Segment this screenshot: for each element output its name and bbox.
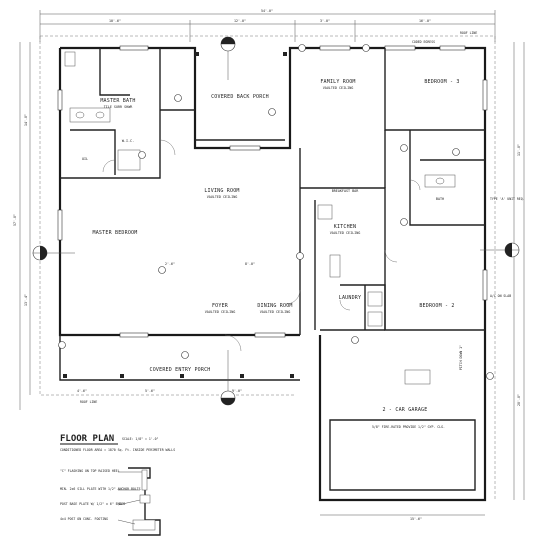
note-coded-egress: CODED EGRESS bbox=[412, 40, 435, 44]
section-marker-left bbox=[32, 245, 75, 261]
dim-text: 16'-0" bbox=[419, 19, 431, 23]
door-swings bbox=[102, 139, 421, 352]
label-dining-room: DINING ROOM bbox=[257, 303, 292, 309]
label-master-bath-sub: TILE SURR SHWR bbox=[104, 105, 134, 109]
overall-depth-dim: 57'-0" bbox=[13, 214, 17, 226]
note-garage-ceiling: 5/8" FIRE-RATED PROVIDE 1/2" GYP. CLG. bbox=[372, 425, 445, 429]
label-bedroom-3: BEDROOM - 3 bbox=[424, 79, 459, 85]
section-marker-top bbox=[220, 36, 236, 80]
note-type-unit: TYPE 'A' UNIT REQ. bbox=[490, 197, 525, 201]
detail-note: MIN. 2x6 SILL PLATE WITH 1/2" ANCHOR BOL… bbox=[60, 487, 141, 491]
dim-text: 3'-0" bbox=[320, 19, 330, 23]
roof-line-label-top: ROOF LINE bbox=[460, 31, 477, 35]
label-oil: OIL bbox=[82, 157, 88, 161]
fixtures bbox=[64, 51, 456, 385]
label-kitchen: KITCHEN bbox=[334, 224, 356, 230]
interior-dims: 4'-6" 5'-6" 9'-0" 8'-0" 2'-6" 15'-6" bbox=[77, 262, 485, 521]
label-dining-room-ceiling: VAULTED CEILING bbox=[260, 310, 291, 314]
room-labels: COVERED BACK PORCH FAMILY ROOM VAULTED C… bbox=[82, 79, 460, 413]
section-marker-right bbox=[480, 242, 520, 258]
door-window-tags bbox=[58, 44, 494, 380]
label-foyer: FOYER bbox=[212, 303, 229, 309]
dim-text: 2'-6" bbox=[165, 262, 175, 266]
dim-text: 20'-0" bbox=[517, 394, 521, 406]
label-bedroom-2: BEDROOM - 2 bbox=[419, 303, 454, 309]
dim-text: 11'-0" bbox=[517, 144, 521, 156]
label-master-bedroom: MASTER BEDROOM bbox=[93, 230, 138, 236]
dim-text: 9'-0" bbox=[232, 389, 242, 393]
dim-text: 8'-0" bbox=[245, 262, 255, 266]
section-marker-bottom bbox=[220, 350, 236, 406]
label-living-room: LIVING ROOM bbox=[204, 188, 239, 194]
label-foyer-ceiling: VAULTED CEILING bbox=[205, 310, 236, 314]
title-block: FLOOR PLAN SCALE: 1/8" = 1'-0" CONDITION… bbox=[60, 434, 175, 452]
dim-text: 14'-0" bbox=[24, 114, 28, 126]
label-kitchen-ceiling: VAULTED CEILING bbox=[330, 231, 361, 235]
dim-text: 5'-6" bbox=[145, 389, 155, 393]
detail-note: 4x4 POST ON CONC. FOOTING bbox=[60, 517, 108, 521]
plan-title: FLOOR PLAN bbox=[60, 434, 114, 444]
label-family-room: FAMILY ROOM bbox=[320, 79, 355, 85]
label-covered-entry-porch: COVERED ENTRY PORCH bbox=[150, 367, 211, 373]
side-dimension-strings: 57'-0" 14'-0" 13'-4" 11'-0" 20'-0" bbox=[13, 42, 525, 500]
plan-area-note: CONDITIONED FLOOR AREA = 1870 Sq. Ft. IN… bbox=[60, 448, 175, 452]
roof-lines: ROOF LINE ROOF LINE bbox=[39, 31, 496, 500]
plan-notes: CODED EGRESS TYPE 'A' UNIT REQ. A/C ON S… bbox=[372, 40, 525, 429]
label-family-room-ceiling: VAULTED CEILING bbox=[323, 86, 354, 90]
detail-note: "C" FLASHING ON TOP RAISED HEEL bbox=[60, 469, 120, 473]
label-bath: BATH bbox=[436, 197, 444, 201]
windows bbox=[57, 45, 488, 338]
dim-text: 4'-6" bbox=[77, 389, 87, 393]
label-master-bath: MASTER BATH bbox=[100, 98, 135, 104]
label-covered-back-porch: COVERED BACK PORCH bbox=[211, 94, 269, 100]
roof-line-label-bottom: ROOF LINE bbox=[80, 400, 97, 404]
note-pitch-down: PITCH DOWN 1" bbox=[459, 345, 463, 370]
dim-text: 13'-4" bbox=[24, 294, 28, 306]
wall-detail: "C" FLASHING ON TOP RAISED HEEL MIN. 2x6… bbox=[60, 467, 161, 536]
overall-width-dim: 54'-0" bbox=[261, 9, 273, 13]
top-dimension-strings: 54'-0" 10'-6" 12'-0" 3'-0" 16'-0" bbox=[39, 9, 496, 42]
dim-text: 12'-0" bbox=[234, 19, 246, 23]
label-wic: W.I.C. bbox=[122, 139, 134, 143]
note-ac-slab: A/C ON SLAB bbox=[490, 294, 511, 298]
plan-scale: SCALE: 1/8" = 1'-0" bbox=[122, 437, 159, 441]
dim-text: 10'-6" bbox=[109, 19, 121, 23]
label-laundry: LAUNDRY bbox=[339, 295, 361, 301]
label-living-room-ceiling: VAULTED CEILING bbox=[207, 195, 238, 199]
label-garage: 2 - CAR GARAGE bbox=[383, 407, 428, 413]
section-markers bbox=[32, 36, 520, 406]
porch-posts bbox=[59, 52, 300, 381]
label-breakfast-bar: BREAKFAST BAR bbox=[332, 189, 359, 193]
detail-note: POST BASE PLATE W/ 1/2" x 6" EMBED bbox=[60, 502, 125, 506]
dim-text: 15'-6" bbox=[410, 517, 422, 521]
